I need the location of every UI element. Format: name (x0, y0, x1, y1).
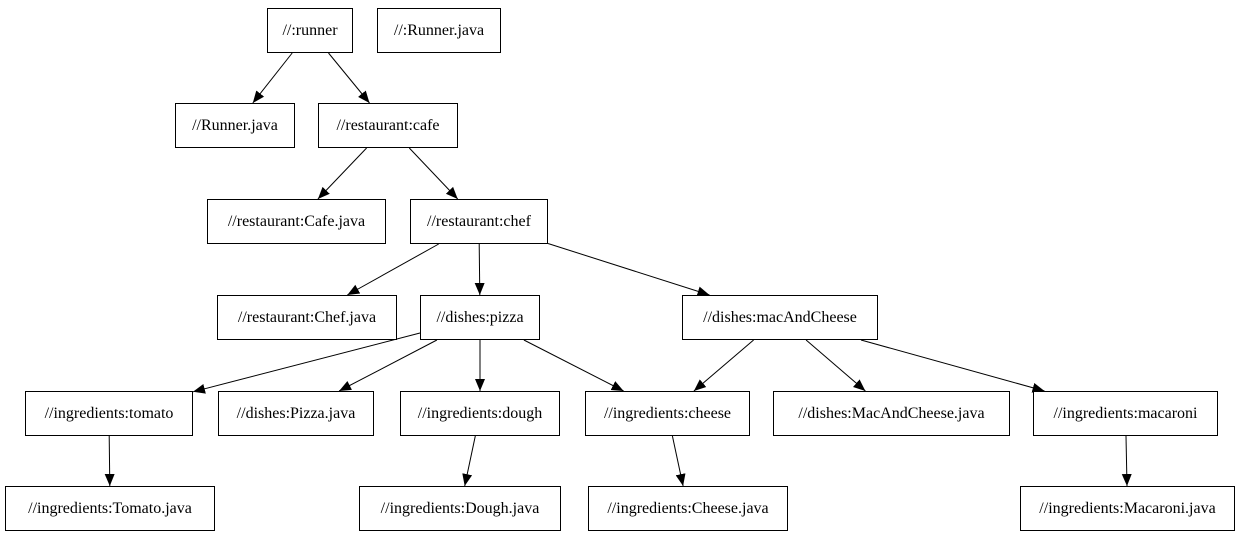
graph-node-label: //restaurant:Cafe.java (227, 212, 366, 230)
graph-edge-cafe-to-chef (408, 147, 459, 200)
graph-node-label: //Runner.java (192, 116, 278, 134)
graph-edge-pizza-to-pizza-java (338, 339, 438, 392)
graph-node-label: //dishes:pizza (436, 308, 524, 326)
graph-edge-runner-to-cafe (328, 52, 370, 104)
graph-node-label: //ingredients:cheese (603, 404, 732, 422)
graph-node-label: //restaurant:Chef.java (237, 308, 377, 326)
graph-node-cheese: //ingredients:cheese (585, 391, 750, 436)
graph-node-dough: //ingredients:dough (400, 391, 560, 436)
graph-node-macaroni-java: //ingredients:Macaroni.java (1020, 486, 1235, 531)
graph-node-label: //ingredients:dough (417, 404, 543, 422)
graph-edge-mac-and-cheese-to-mac-and-cheese-java (805, 339, 866, 392)
graph-edge-dough-to-dough-java (462, 435, 476, 487)
graph-node-label: //ingredients:macaroni (1053, 404, 1198, 422)
graph-edge-pizza-to-tomato (192, 332, 421, 394)
graph-node-label: //restaurant:cafe (336, 116, 440, 134)
graph-node-pizza: //dishes:pizza (420, 295, 540, 340)
graph-edge-mac-and-cheese-to-macaroni (860, 339, 1045, 393)
graph-node-label: //:Runner.java (393, 21, 485, 39)
graph-node-label: //ingredients:Dough.java (380, 499, 540, 517)
graph-node-tomato: //ingredients:tomato (25, 391, 193, 436)
graph-node-label: //dishes:MacAndCheese.java (798, 404, 985, 422)
graph-node-label: //:runner (282, 21, 338, 39)
graph-node-label: //ingredients:Macaroni.java (1039, 499, 1216, 517)
graph-edge-chef-to-chef-java (347, 243, 439, 296)
graph-edge-macaroni-to-macaroni-java (1121, 435, 1132, 487)
graph-node-runner: //:runner (267, 8, 353, 53)
graph-node-mac-and-cheese-java: //dishes:MacAndCheese.java (773, 391, 1010, 436)
graph-node-cheese-java: //ingredients:Cheese.java (588, 486, 788, 531)
graph-node-dough-java: //ingredients:Dough.java (359, 486, 561, 531)
graph-edge-pizza-to-cheese (523, 339, 624, 392)
graph-node-runner-java: //Runner.java (175, 103, 295, 148)
graph-node-label: //restaurant:chef (427, 212, 531, 230)
graph-node-root-runner-java: //:Runner.java (377, 8, 501, 53)
graph-node-tomato-java: //ingredients:Tomato.java (5, 486, 215, 531)
graph-node-mac-and-cheese: //dishes:macAndCheese (682, 295, 878, 340)
graph-edge-cafe-to-cafe-java (317, 147, 367, 200)
graph-edge-mac-and-cheese-to-cheese (693, 339, 754, 392)
graph-node-pizza-java: //dishes:Pizza.java (218, 391, 374, 436)
graph-edge-chef-to-pizza (474, 243, 485, 296)
graph-node-chef: //restaurant:chef (410, 199, 548, 244)
graph-node-label: //dishes:macAndCheese (703, 308, 857, 326)
graph-node-label: //ingredients:tomato (44, 404, 174, 422)
graph-node-macaroni: //ingredients:macaroni (1033, 391, 1218, 436)
graph-node-label: //ingredients:Tomato.java (28, 499, 192, 517)
graph-node-chef-java: //restaurant:Chef.java (217, 295, 397, 340)
graph-edge-tomato-to-tomato-java (104, 435, 115, 487)
graph-node-label: //dishes:Pizza.java (236, 404, 356, 422)
graph-edge-chef-to-mac-and-cheese (547, 243, 710, 297)
graph-node-label: //ingredients:Cheese.java (607, 499, 769, 517)
graph-node-cafe: //restaurant:cafe (318, 103, 458, 148)
graph-node-cafe-java: //restaurant:Cafe.java (207, 199, 386, 244)
graph-edge-cheese-to-cheese-java (671, 435, 686, 487)
graph-edge-runner-to-runner-java (252, 52, 293, 104)
